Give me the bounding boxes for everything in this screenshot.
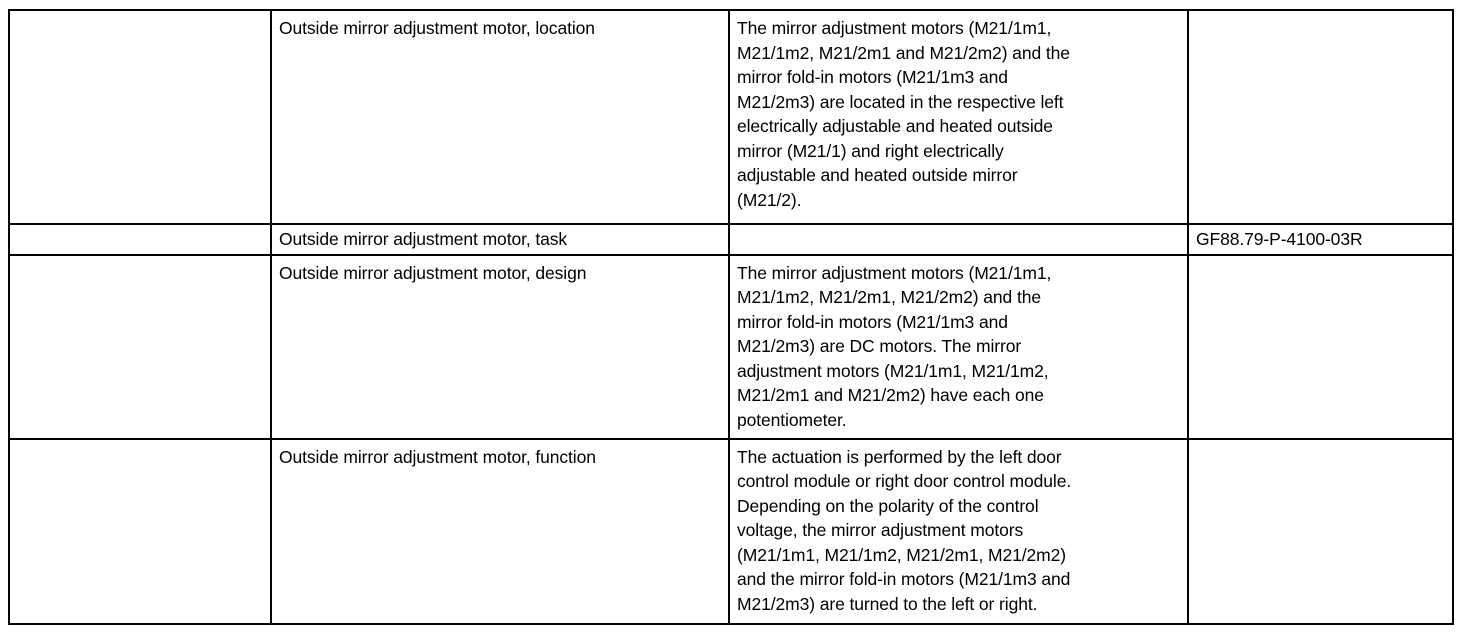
row-design-description-text: The mirror adjustment motors (M21/1m1, M… [737,262,1052,430]
row-task-title-text: Outside mirror adjustment motor, task [279,229,568,249]
row-task-cell-empty-left [8,223,272,256]
table-row: Outside mirror adjustment motor, locatio… [8,9,1454,225]
row-function-reference-text [1189,440,1452,444]
row-task-cell-reference: GF88.79-P-4100-03R [1187,223,1454,256]
row-location-cell-reference [1187,9,1454,225]
table-row: Outside mirror adjustment motor, task GF… [8,223,1454,256]
row-location-cell-title: Outside mirror adjustment motor, locatio… [270,9,730,225]
row-task-cell-title: Outside mirror adjustment motor, task [270,223,730,256]
row-task-reference-text: GF88.79-P-4100-03R [1196,229,1363,249]
row-function-description-text: The actuation is performed by the left d… [737,446,1072,614]
row-design-cell-empty-left [8,253,272,440]
row-location-cell-description: The mirror adjustment motors (M21/1m1, M… [728,9,1189,225]
row-function-cell-empty-left [8,437,272,625]
table-row: Outside mirror adjustment motor, functio… [8,437,1454,625]
row-location-title-text: Outside mirror adjustment motor, locatio… [279,18,595,38]
row-function-cell-title: Outside mirror adjustment motor, functio… [270,437,730,625]
row-design-cell-description: The mirror adjustment motors (M21/1m1, M… [728,253,1189,440]
row-function-cell-reference [1187,437,1454,625]
row-location-cell-empty-left [8,9,272,225]
row-design-reference-text [1189,256,1452,260]
workshop-information-table: Outside mirror adjustment motor, locatio… [8,9,1454,625]
row-design-cell-title: Outside mirror adjustment motor, design [270,253,730,440]
table-row: Outside mirror adjustment motor, design … [8,253,1454,440]
row-function-title-text: Outside mirror adjustment motor, functio… [279,446,596,467]
row-design-cell-reference [1187,253,1454,440]
row-design-title-text: Outside mirror adjustment motor, design [279,262,587,283]
row-function-cell-description: The actuation is performed by the left d… [728,437,1189,625]
row-task-cell-description [728,223,1189,256]
row-location-description-text: The mirror adjustment motors (M21/1m1, M… [737,18,1070,210]
row-location-reference-text [1189,11,1452,15]
